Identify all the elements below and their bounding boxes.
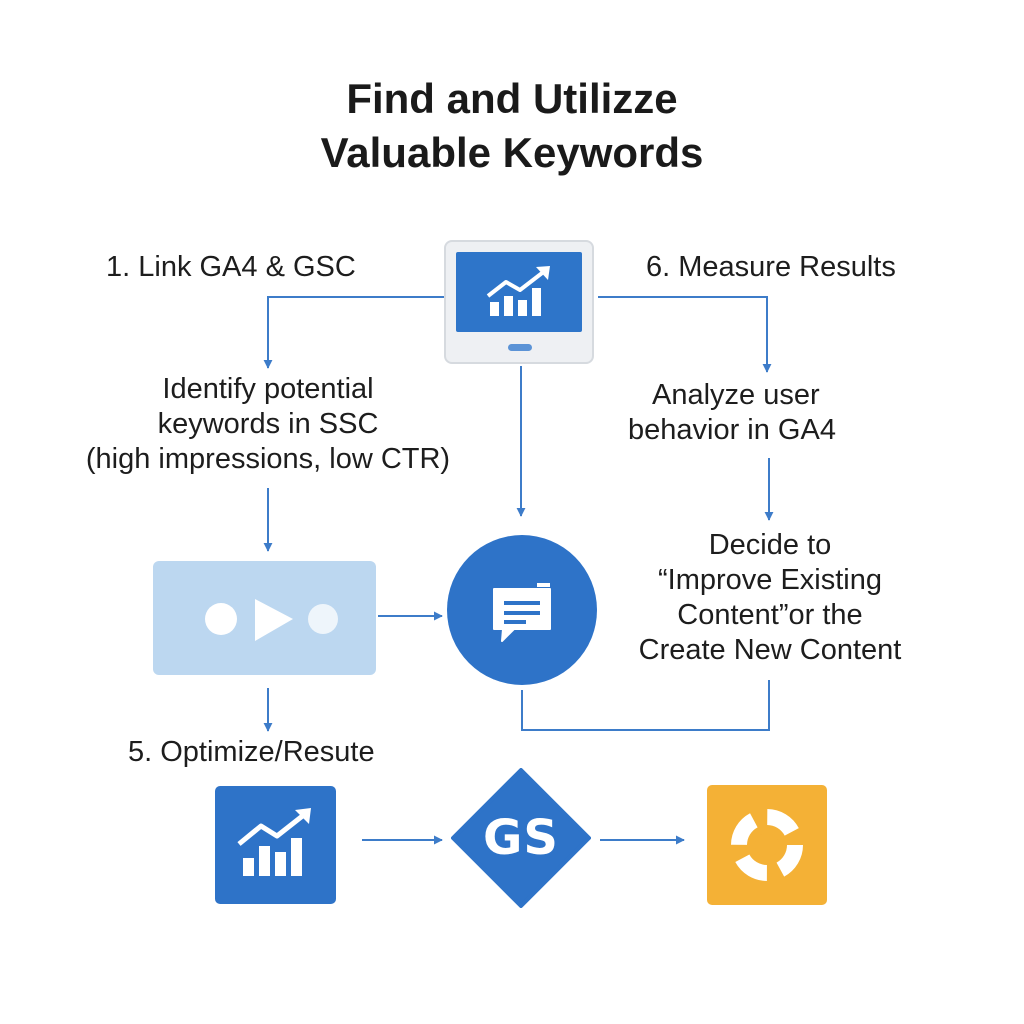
connector-monitor-to-identify: [263, 296, 444, 369]
step-link-label: 1. Link GA4 & GSC: [106, 251, 356, 283]
ring-target-icon: [707, 785, 827, 905]
step-measure-label: 6. Measure Results: [646, 251, 896, 283]
play-symbol-icon: [205, 599, 338, 641]
step-decide-line-1: Decide to: [708, 529, 832, 561]
page-title: Find and Utilizze Valuable Keywords: [112, 72, 912, 180]
step-optimize-label: 5. Optimize/Resute: [128, 736, 375, 768]
monitor-chart-icon: [444, 240, 594, 364]
segmented-ring-glyph: [731, 809, 803, 881]
page-title-line-2: Valuable Keywords: [320, 129, 704, 176]
step-analyze-line-2: behavior in GA4: [628, 414, 836, 446]
message-lines-icon: [493, 583, 551, 642]
monitor-screen: [456, 252, 582, 332]
step-decide-line-4: Create New Content: [638, 634, 902, 666]
bar-chart-glyph: [237, 808, 311, 876]
step-identify-line-1: Identify potential: [162, 373, 374, 405]
step-decide-line-3: Content”or the: [677, 599, 863, 631]
step-analyze-label: Analyze user behavior in GA4: [628, 378, 928, 448]
chat-bubble-icon: [447, 535, 597, 685]
page-title-line-1: Find and Utilizze: [346, 75, 678, 122]
growth-chart-icon: [486, 266, 550, 316]
step-identify-label: Identify potential keywords in SSC (high…: [78, 372, 458, 477]
connector-monitor-to-analyze: [598, 296, 772, 373]
bar-chart-growth-icon: [215, 786, 336, 904]
gs-diamond-shape: [451, 768, 591, 908]
step-identify-line-2: keywords in SSC: [157, 408, 379, 440]
gs-diamond-icon: GS: [451, 768, 591, 908]
connector-decide-to-chat-loop: [521, 680, 770, 731]
step-decide-label: Decide to “Improve Existing Content”or t…: [608, 528, 932, 668]
monitor-stand-button: [508, 344, 532, 351]
step-identify-line-3: (high impressions, low CTR): [85, 443, 451, 475]
step-analyze-line-1: Analyze user: [652, 379, 820, 411]
gs-label: GS: [483, 810, 559, 866]
media-play-icon: [153, 561, 376, 675]
step-decide-line-2: “Improve Existing: [657, 564, 882, 596]
